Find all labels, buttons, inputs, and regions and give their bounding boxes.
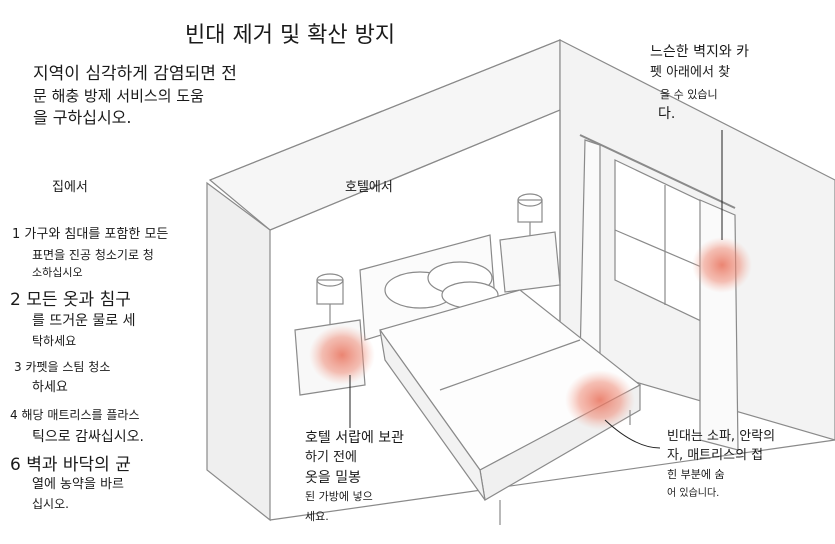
hotspot-curtain [692,237,752,293]
hotel-label: 호텔에서 [345,180,393,195]
hotspot-mattress [565,370,635,430]
leader-line-sofa [604,419,661,449]
hotspot-nightstand [309,325,375,385]
page-title: 빈대 제거 및 확산 방지 [185,23,396,48]
home-label: 집에서 [52,180,88,195]
